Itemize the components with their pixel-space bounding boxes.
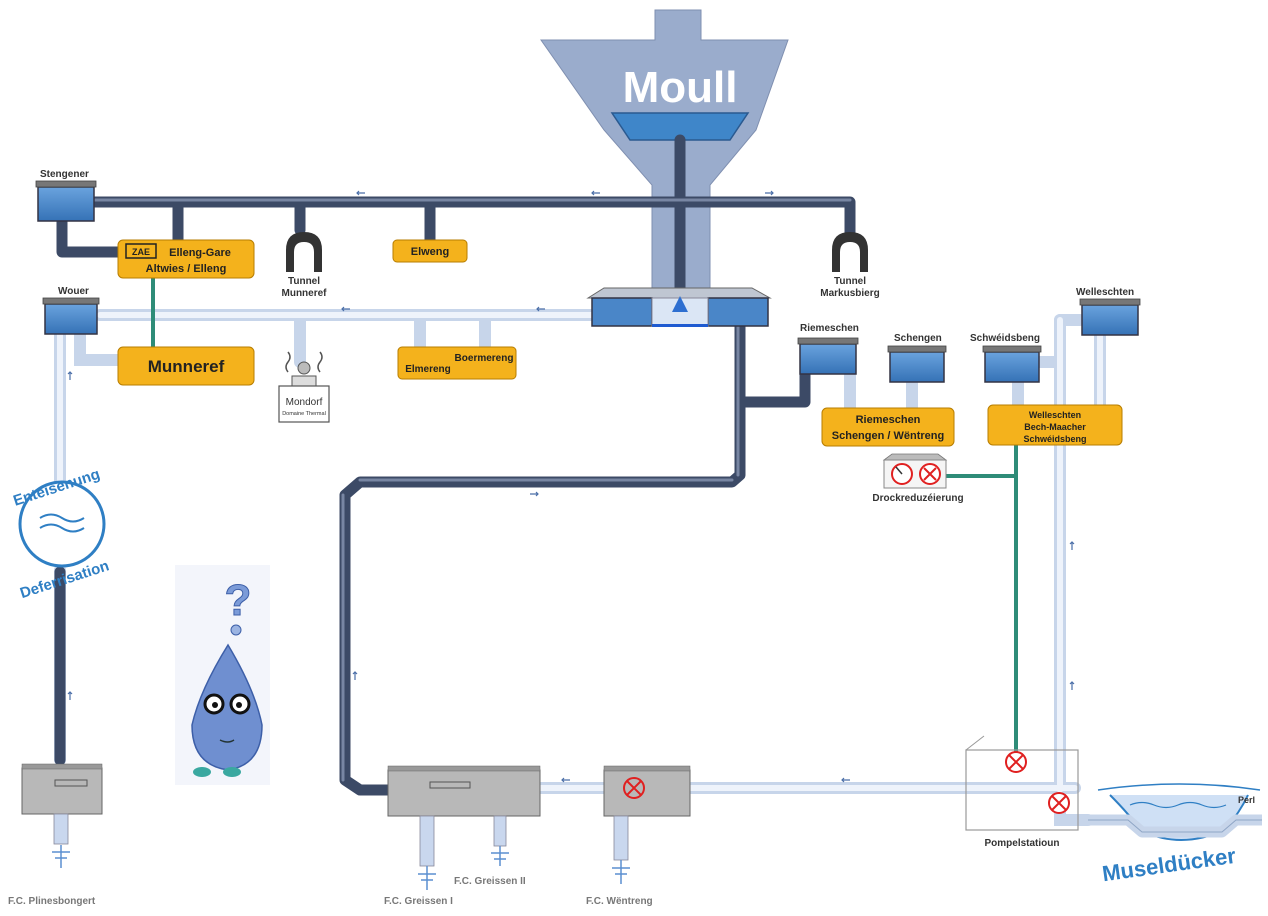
closed-valve-icon (623, 777, 645, 799)
reservoir-stengener: Stengener (35, 169, 97, 222)
water-drop-mascot: ? (175, 565, 270, 785)
consumer-elweng: Elweng (392, 239, 468, 263)
svg-text:Museldücker: Museldücker (1101, 843, 1238, 887)
svg-text:Elmereng: Elmereng (405, 364, 451, 375)
svg-text:Tunnel: Tunnel (834, 276, 866, 287)
well-house-greissen (387, 765, 541, 890)
reservoir-welleschten: Welleschten (1076, 287, 1141, 336)
svg-text:Schwéidsbeng: Schwéidsbeng (970, 333, 1040, 344)
tower-title: Moull (623, 63, 738, 112)
svg-text:Perl: Perl (1238, 795, 1255, 805)
consumer-elleng-gare: ZAE Elleng-Gare Altwies / Elleng (117, 239, 255, 279)
svg-text:Elweng: Elweng (411, 246, 450, 258)
well-house-plinesbongert (21, 763, 103, 868)
svg-text:Bech-Maacher: Bech-Maacher (1024, 422, 1086, 432)
well-label-plinesbongert: F.C. Plinesbongert (8, 896, 96, 907)
svg-text:ZAE: ZAE (132, 247, 150, 257)
green-links (151, 277, 1018, 760)
svg-text:Markusbierg: Markusbierg (820, 288, 879, 299)
well-house-wentreng (603, 765, 691, 884)
pump-icon (672, 296, 688, 312)
svg-text:Mondorf: Mondorf (286, 397, 323, 408)
well-label-greissen1: F.C. Greissen I (384, 896, 453, 907)
consumer-riemeschen: Riemeschen Schengen / Wëntreng (821, 407, 955, 447)
consumer-munneref: Munneref (117, 346, 255, 386)
svg-text:Elleng-Gare: Elleng-Gare (169, 247, 231, 259)
pump-station-main (586, 287, 772, 327)
svg-text:Wouer: Wouer (58, 286, 89, 297)
svg-text:Altwies / Elleng: Altwies / Elleng (146, 263, 227, 275)
svg-text:Schengen / Wëntreng: Schengen / Wëntreng (832, 430, 944, 442)
svg-text:?: ? (225, 576, 252, 625)
pressure-reducer: Drockreduzéierung (872, 453, 964, 504)
svg-text:Drockreduzéierung: Drockreduzéierung (872, 493, 963, 504)
svg-text:Domaine Thermal: Domaine Thermal (282, 411, 326, 417)
well-label-greissen2: F.C. Greissen II (454, 876, 526, 887)
reservoir-schweidsbeng: Schwéidsbeng (970, 333, 1042, 383)
reservoir-schengen: Schengen (887, 333, 947, 383)
svg-text:Schwéidsbeng: Schwéidsbeng (1023, 434, 1086, 444)
svg-text:Pompelstatioun: Pompelstatioun (984, 838, 1059, 849)
svg-text:Boermereng: Boermereng (455, 353, 514, 364)
tunnel-munneref-icon: Tunnel Munneref (282, 232, 328, 299)
svg-text:Munneref: Munneref (282, 288, 328, 299)
museldicker-river-crossing: Perl Museldücker (1088, 783, 1262, 887)
flow-arrows (67, 190, 1075, 783)
water-tower: Moull (540, 9, 789, 291)
well-label-wentreng: F.C. Wëntreng (586, 896, 653, 907)
svg-text:Munneref: Munneref (148, 357, 225, 376)
consumer-welleschten: Welleschten Bech-Maacher Schwéidsbeng (987, 404, 1123, 446)
deferrisation-unit: Enteisenung Deferrisation (11, 466, 111, 602)
svg-text:Riemeschen: Riemeschen (800, 323, 859, 334)
svg-text:Schengen: Schengen (894, 333, 942, 344)
svg-text:Tunnel: Tunnel (288, 276, 320, 287)
svg-text:Riemeschen: Riemeschen (856, 414, 921, 426)
tunnel-markusbierg-icon: Tunnel Markusbierg (820, 232, 880, 299)
reservoir-wouer: Wouer (42, 286, 100, 335)
pumping-station-pompelstatioun: Pompelstatioun (965, 735, 1079, 849)
svg-text:Welleschten: Welleschten (1076, 287, 1134, 298)
consumer-boermereng: Boermereng Elmereng (397, 346, 517, 380)
svg-text:Stengener: Stengener (40, 169, 89, 180)
svg-text:Welleschten: Welleschten (1029, 410, 1081, 420)
dark-pipes-shine (93, 198, 852, 782)
reservoir-riemeschen: Riemeschen (797, 323, 859, 375)
mondorf-spa-icon: Mondorf Domaine Thermal (278, 351, 330, 423)
